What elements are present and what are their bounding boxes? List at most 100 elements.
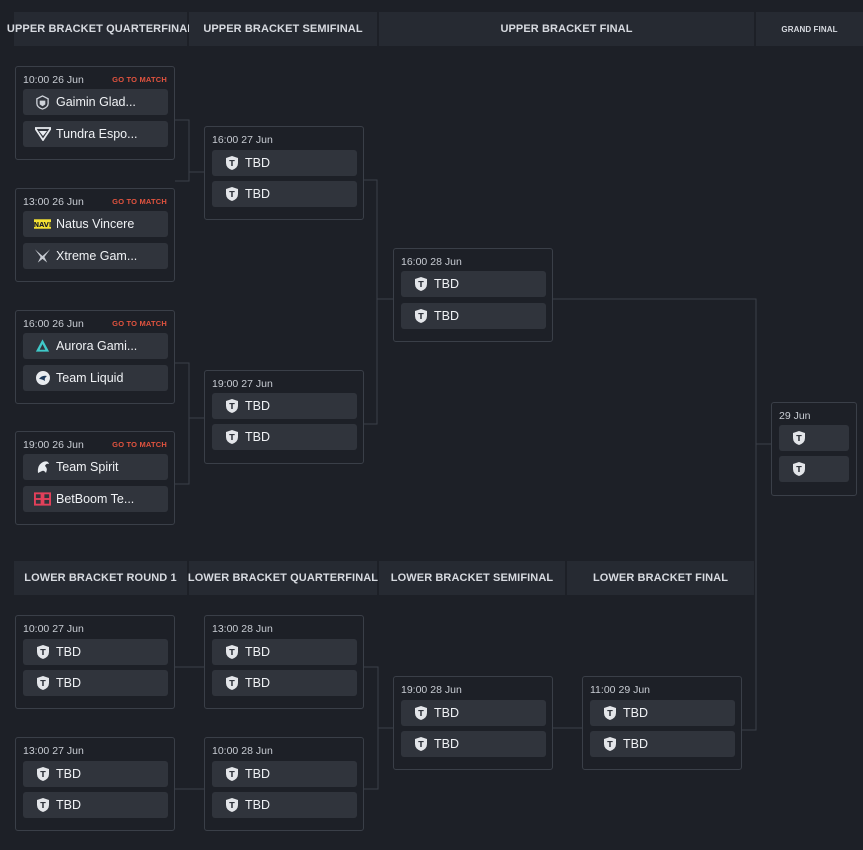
- team-slot[interactable]: Aurora Gami...: [23, 333, 168, 359]
- tbd-shield-icon: T: [34, 766, 51, 783]
- team-slot[interactable]: Team Liquid: [23, 365, 168, 391]
- go-to-match-link[interactable]: GO TO MATCH: [112, 319, 167, 328]
- tbd-shield-icon: T: [223, 186, 240, 203]
- team-name: TBD: [56, 645, 81, 659]
- tbd-shield-icon: T: [223, 429, 240, 446]
- team-slot[interactable]: T TBD: [590, 700, 735, 726]
- tbd-shield-icon: T: [223, 398, 240, 415]
- tbd-shield-icon: T: [34, 675, 51, 692]
- team-slot[interactable]: T TBD: [212, 393, 357, 419]
- team-name: TBD: [56, 767, 81, 781]
- svg-text:T: T: [418, 709, 424, 718]
- team-slot[interactable]: T TBD: [212, 424, 357, 450]
- team-slot[interactable]: Tundra Espo...: [23, 121, 168, 147]
- match-card-grand-final[interactable]: 29 Jun T T: [771, 402, 857, 496]
- team-name: TBD: [245, 187, 270, 201]
- team-name: TBD: [245, 430, 270, 444]
- team-name: TBD: [245, 399, 270, 413]
- team-slot[interactable]: T TBD: [401, 731, 546, 757]
- go-to-match-link[interactable]: GO TO MATCH: [112, 440, 167, 449]
- header-lower-bracket-final: LOWER BRACKET FINAL: [567, 561, 754, 595]
- team-name: TBD: [245, 156, 270, 170]
- svg-text:T: T: [229, 402, 235, 411]
- header-upper-bracket-final: UPPER BRACKET FINAL: [379, 12, 754, 46]
- team-slot[interactable]: T TBD: [212, 150, 357, 176]
- go-to-match-link[interactable]: GO TO MATCH: [112, 75, 167, 84]
- team-slot[interactable]: T TBD: [401, 700, 546, 726]
- team-slot[interactable]: T TBD: [23, 639, 168, 665]
- svg-text:T: T: [40, 648, 46, 657]
- tbd-shield-icon: T: [790, 461, 807, 478]
- header-lower-bracket-semifinal: LOWER BRACKET SEMIFINAL: [379, 561, 565, 595]
- team-name: Natus Vincere: [56, 217, 135, 231]
- natus-vincere-logo-icon: NAVI: [34, 216, 51, 233]
- team-slot[interactable]: T TBD: [23, 670, 168, 696]
- team-name: TBD: [434, 277, 459, 291]
- team-slot[interactable]: T TBD: [212, 792, 357, 818]
- team-slot[interactable]: T TBD: [401, 303, 546, 329]
- team-slot[interactable]: Team Spirit: [23, 454, 168, 480]
- team-slot[interactable]: T TBD: [401, 271, 546, 297]
- team-name: TBD: [245, 767, 270, 781]
- svg-text:T: T: [607, 740, 613, 749]
- team-name: TBD: [56, 798, 81, 812]
- go-to-match-link[interactable]: GO TO MATCH: [112, 197, 167, 206]
- team-name: TBD: [623, 706, 648, 720]
- tbd-shield-icon: T: [601, 705, 618, 722]
- team-slot[interactable]: Xtreme Gam...: [23, 243, 168, 269]
- svg-text:T: T: [229, 801, 235, 810]
- svg-text:T: T: [796, 465, 802, 474]
- team-liquid-logo-icon: [34, 370, 51, 387]
- svg-text:T: T: [607, 709, 613, 718]
- svg-text:T: T: [229, 190, 235, 199]
- team-slot[interactable]: T TBD: [590, 731, 735, 757]
- tbd-shield-icon: T: [790, 430, 807, 447]
- tbd-shield-icon: T: [223, 766, 240, 783]
- team-name: TBD: [245, 798, 270, 812]
- team-slot[interactable]: T: [779, 425, 849, 451]
- team-slot[interactable]: T: [779, 456, 849, 482]
- team-slot[interactable]: Gaimin Glad...: [23, 89, 168, 115]
- team-slot[interactable]: T TBD: [23, 792, 168, 818]
- team-name: Team Spirit: [56, 460, 119, 474]
- aurora-gaming-logo-icon: [34, 338, 51, 355]
- team-slot[interactable]: T TBD: [212, 181, 357, 207]
- svg-text:T: T: [40, 770, 46, 779]
- svg-text:T: T: [229, 648, 235, 657]
- team-slot[interactable]: T TBD: [212, 639, 357, 665]
- team-name: Tundra Espo...: [56, 127, 138, 141]
- team-slot[interactable]: BetBoom Te...: [23, 486, 168, 512]
- betboom-team-logo-icon: [34, 491, 51, 508]
- team-slot[interactable]: T TBD: [212, 670, 357, 696]
- team-spirit-logo-icon: [34, 459, 51, 476]
- team-slot[interactable]: T TBD: [23, 761, 168, 787]
- xtreme-gaming-logo-icon: [34, 248, 51, 265]
- svg-text:T: T: [229, 433, 235, 442]
- team-slot[interactable]: T TBD: [212, 761, 357, 787]
- svg-text:T: T: [229, 159, 235, 168]
- svg-text:T: T: [418, 740, 424, 749]
- team-slot[interactable]: NAVI Natus Vincere: [23, 211, 168, 237]
- tbd-shield-icon: T: [34, 644, 51, 661]
